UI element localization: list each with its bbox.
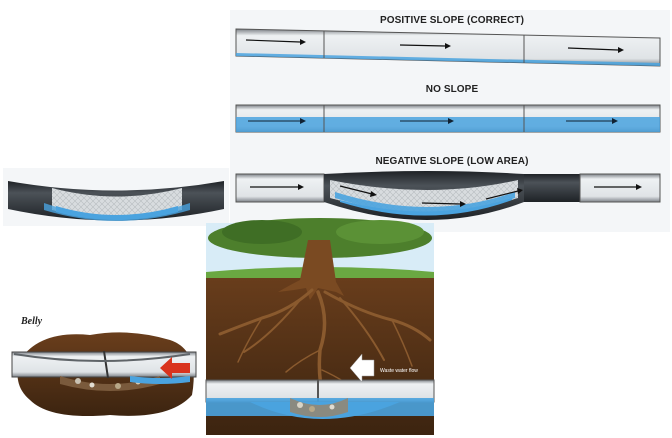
belly-label: Belly [21,316,43,327]
negative-slope-title: NEGATIVE SLOPE (LOW AREA) [375,156,529,167]
positive-slope-title: POSITIVE SLOPE (CORRECT) [379,15,525,26]
slope-diagrams-card [230,10,670,232]
tree-trunk [278,240,344,300]
sag-diagram-card [3,168,229,226]
waste-water-flow-label: Waste water flow [380,368,418,374]
sewer-pipe [205,379,435,419]
belly-flow-arrow [160,357,190,379]
belly-illustration [11,332,197,416]
waste-flow-arrow [349,353,375,383]
root-intrusion-illustration [205,218,435,435]
no-slope-title: NO SLOPE [425,84,479,95]
tree-roots [218,288,432,394]
